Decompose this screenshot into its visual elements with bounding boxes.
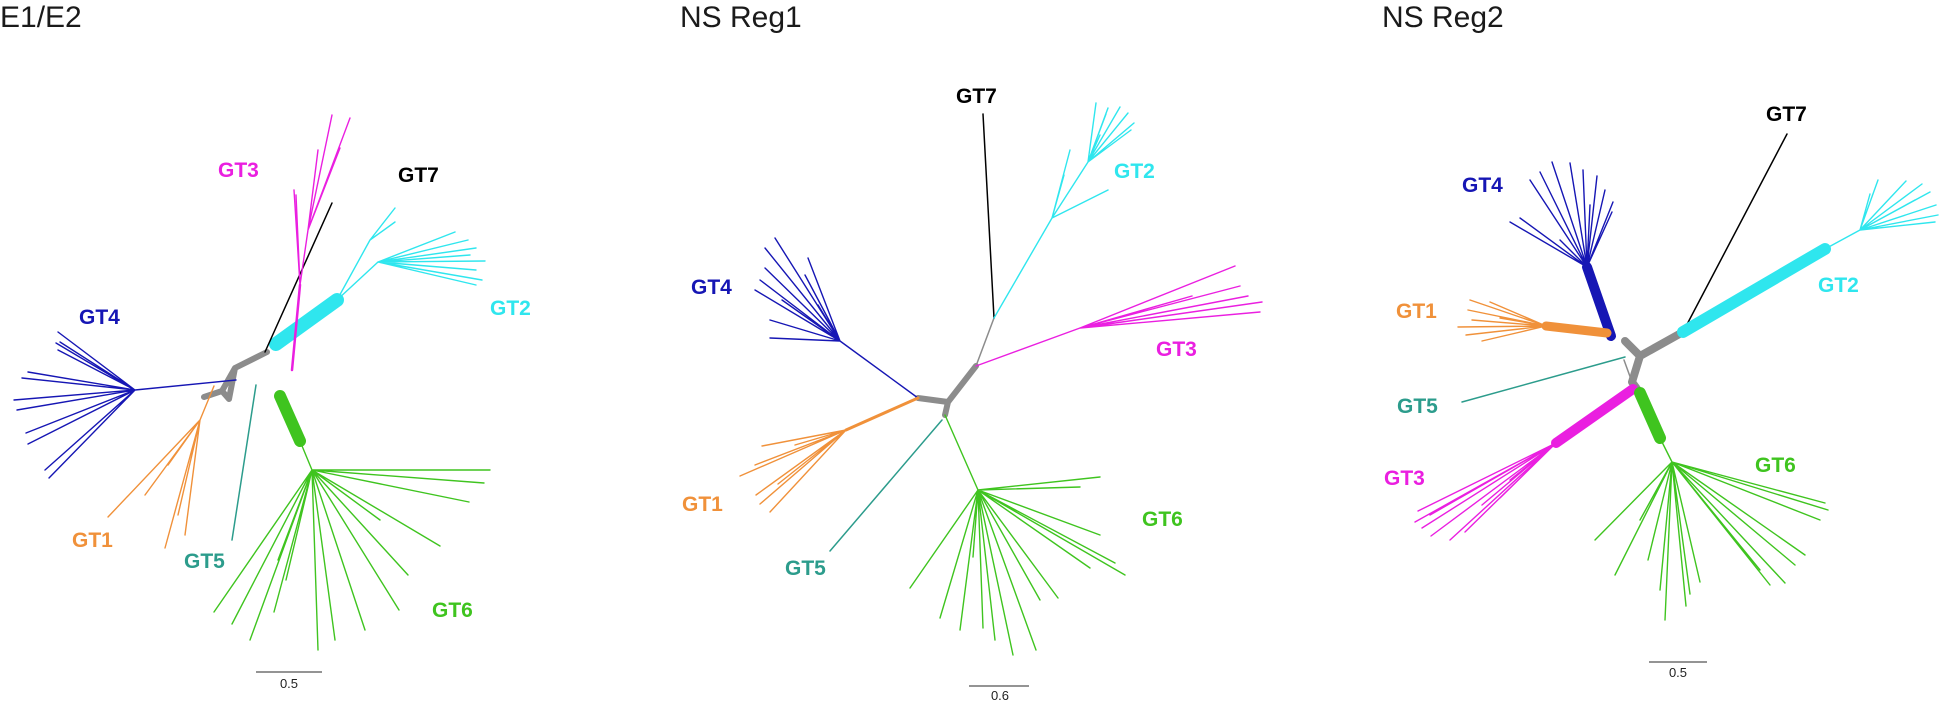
panel-title: E1/E2 bbox=[0, 1, 82, 34]
gt3-branches bbox=[975, 265, 1263, 367]
label-gt3: GT3 bbox=[1384, 467, 1425, 490]
panel-title: NS Reg2 bbox=[1382, 1, 1504, 34]
label-gt6: GT6 bbox=[1755, 454, 1796, 477]
backbone-branch bbox=[201, 349, 270, 402]
gt2-branches bbox=[1824, 179, 1939, 250]
gt3-branches bbox=[1414, 442, 1557, 541]
gt3-branches bbox=[293, 114, 351, 286]
label-gt7: GT7 bbox=[1766, 103, 1807, 126]
scale-label: 0.6 bbox=[991, 688, 1009, 703]
gt6-clade-stem bbox=[1634, 387, 1666, 444]
gt1-branches bbox=[107, 385, 215, 549]
gt5-branch bbox=[1461, 356, 1626, 403]
label-gt3: GT3 bbox=[1156, 338, 1197, 361]
gt4-branches bbox=[13, 331, 237, 479]
gt2-clade-stem bbox=[269, 293, 344, 351]
label-gt7: GT7 bbox=[398, 164, 439, 187]
gt3-clade-stem bbox=[1551, 384, 1638, 448]
panel-title: NS Reg1 bbox=[680, 1, 802, 34]
gt3-clade-stem bbox=[290, 283, 302, 372]
label-gt4: GT4 bbox=[79, 306, 120, 329]
label-gt2: GT2 bbox=[1818, 274, 1859, 297]
label-gt5: GT5 bbox=[184, 550, 225, 573]
gt5-branch bbox=[231, 384, 257, 541]
label-gt3: GT3 bbox=[218, 159, 259, 182]
gt1-branches bbox=[1457, 299, 1547, 342]
label-gt5: GT5 bbox=[1397, 395, 1438, 418]
label-gt5: GT5 bbox=[785, 557, 826, 580]
label-gt6: GT6 bbox=[432, 599, 473, 622]
gt6-branches bbox=[213, 440, 491, 651]
gt5-branch bbox=[829, 419, 943, 552]
gt2-branches bbox=[336, 207, 486, 301]
gt6-branches bbox=[909, 414, 1126, 656]
gt1-branches bbox=[739, 429, 847, 513]
label-gt2: GT2 bbox=[490, 297, 531, 320]
label-gt1: GT1 bbox=[682, 493, 723, 516]
panel-ns-reg2: NS Reg2 GT7 GT4 GT2 GT1 GT5 GT6 GT3 bbox=[1382, 1, 1939, 680]
gt2-branches bbox=[993, 102, 1135, 319]
label-gt4: GT4 bbox=[691, 276, 732, 299]
backbone-branch-thin bbox=[975, 317, 995, 367]
backbone-branch bbox=[1621, 328, 1687, 397]
gt7-branch bbox=[982, 113, 995, 319]
backbone-branch-thin bbox=[1623, 359, 1633, 383]
gt2-clade-stem bbox=[1677, 243, 1831, 338]
gt4-clade-stem bbox=[1582, 262, 1616, 341]
gt7-branch bbox=[1682, 133, 1788, 333]
label-gt1: GT1 bbox=[1396, 300, 1437, 323]
gt7-branch bbox=[264, 202, 333, 353]
gt4-branches bbox=[1509, 161, 1614, 268]
scale-label: 0.5 bbox=[1669, 665, 1687, 680]
gt1-clade-stem bbox=[1541, 321, 1612, 338]
label-gt6: GT6 bbox=[1142, 508, 1183, 531]
label-gt2: GT2 bbox=[1114, 160, 1155, 183]
panel-e1e2: E1/E2 GT3 GT7 GT4 GT2 GT1 GT5 GT6 0.5 bbox=[0, 1, 531, 691]
panel-ns-reg1: NS Reg1 GT7 GT2 GT4 GT3 GT1 GT6 GT5 0.6 bbox=[680, 1, 1263, 703]
label-gt4: GT4 bbox=[1462, 174, 1503, 197]
label-gt7: GT7 bbox=[956, 85, 997, 108]
gt4-branches bbox=[754, 237, 919, 399]
label-gt1: GT1 bbox=[72, 529, 113, 552]
gt6-clade-stem bbox=[274, 390, 306, 447]
gt1-clade-stem bbox=[844, 396, 920, 432]
backbone-branch bbox=[915, 363, 979, 418]
scale-label: 0.5 bbox=[280, 676, 298, 691]
gt6-branches bbox=[1594, 437, 1829, 621]
